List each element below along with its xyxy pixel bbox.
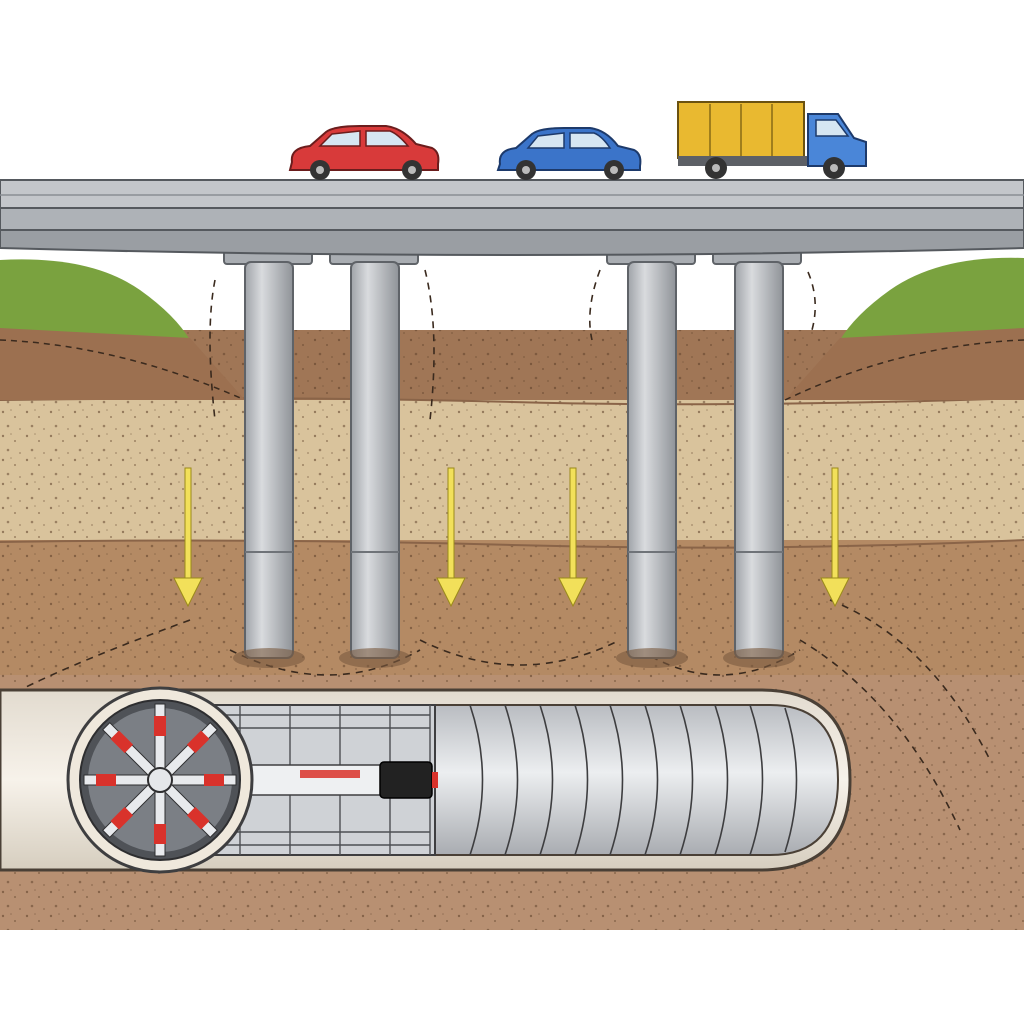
right-embankment xyxy=(784,257,1024,401)
load-arrows xyxy=(173,467,850,608)
load-arrow-icon xyxy=(558,467,588,608)
cutter-spoke xyxy=(162,782,218,838)
truck-icon xyxy=(677,101,867,179)
blue-car-icon xyxy=(496,127,642,180)
cutter-spoke xyxy=(83,774,151,786)
tunnel-rings xyxy=(469,704,798,856)
load-arrow-icon xyxy=(436,467,466,608)
cutter-head xyxy=(66,686,254,874)
bridge-deck xyxy=(0,179,1024,256)
load-arrow-icon xyxy=(173,467,203,608)
cutter-spoke xyxy=(154,789,166,857)
load-arrow-icon xyxy=(820,467,850,608)
cutter-spoke xyxy=(102,782,158,838)
red-car-icon xyxy=(288,125,440,180)
cutter-spoke xyxy=(154,703,166,771)
cutter-spoke xyxy=(169,774,237,786)
tunnel-bore xyxy=(429,704,840,856)
left-embankment xyxy=(0,259,246,401)
vehicles xyxy=(288,101,867,180)
soil-boundary-line xyxy=(0,539,1024,549)
tunnel xyxy=(0,686,852,874)
